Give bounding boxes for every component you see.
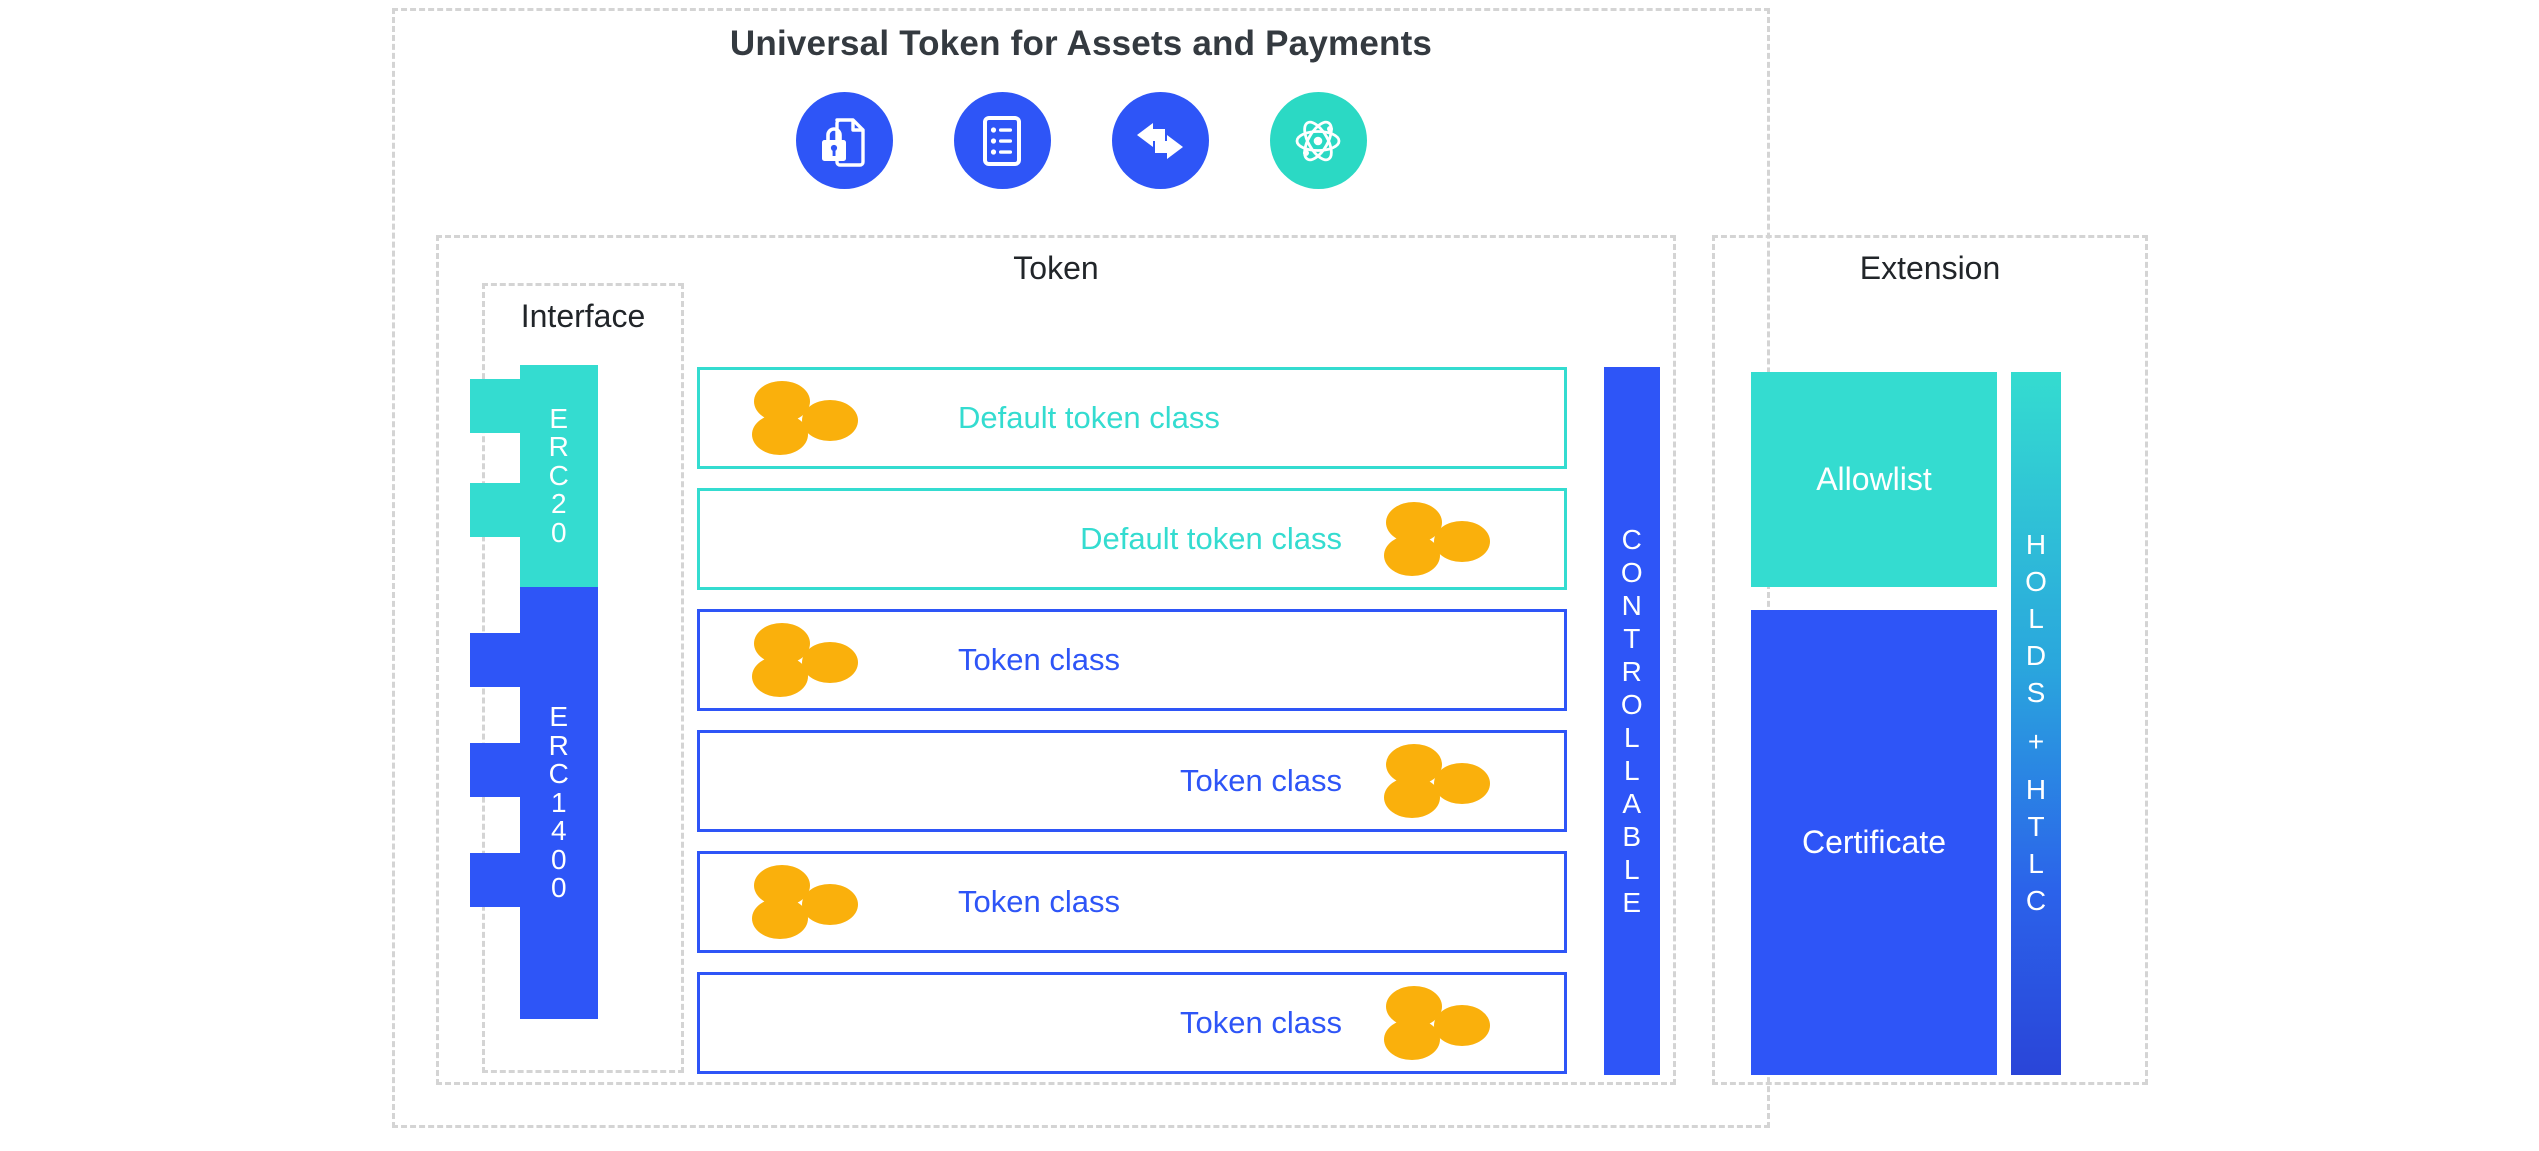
token-dots-icon xyxy=(1382,986,1500,1060)
transfer-arrows-icon xyxy=(1111,92,1209,189)
list-item: Token class xyxy=(958,642,1120,677)
secure-document-lock-icon xyxy=(795,92,893,189)
certificate-label: Certificate xyxy=(1801,824,1947,860)
interface-panel-title: Interface xyxy=(520,298,646,334)
table-row[interactable]: Token class xyxy=(697,851,1567,953)
table-row[interactable]: Token class xyxy=(697,609,1567,711)
atom-icon xyxy=(1269,92,1367,189)
token-dots-icon xyxy=(750,865,868,939)
feature-icon-row xyxy=(392,92,1770,189)
token-dots-icon xyxy=(750,623,868,697)
list-item: Token class xyxy=(1180,1005,1342,1040)
page-title: Universal Token for Assets and Payments xyxy=(729,24,1433,63)
token-panel-title: Token xyxy=(1013,250,1099,286)
token-dots-icon xyxy=(1382,502,1500,576)
list-item: Default token class xyxy=(958,400,1220,435)
token-panel xyxy=(436,235,1676,1085)
allowlist-label: Allowlist xyxy=(1816,461,1932,497)
table-row[interactable]: Default token class xyxy=(697,488,1567,590)
certificate-block[interactable]: Certificate xyxy=(1751,610,1997,1075)
list-item: Token class xyxy=(958,884,1120,919)
extension-panel xyxy=(1712,235,2148,1085)
table-row[interactable]: Token class xyxy=(697,972,1567,1074)
allowlist-block[interactable]: Allowlist xyxy=(1751,372,1997,587)
extension-panel-title: Extension xyxy=(1859,250,2001,286)
list-item: Token class xyxy=(1180,763,1342,798)
token-class-rows: Default token class Default token class … xyxy=(697,367,1567,1075)
table-row[interactable]: Default token class xyxy=(697,367,1567,469)
token-dots-icon xyxy=(750,381,868,455)
list-item: Default token class xyxy=(1080,521,1342,556)
checklist-clipboard-icon xyxy=(953,92,1051,189)
token-dots-icon xyxy=(1382,744,1500,818)
table-row[interactable]: Token class xyxy=(697,730,1567,832)
